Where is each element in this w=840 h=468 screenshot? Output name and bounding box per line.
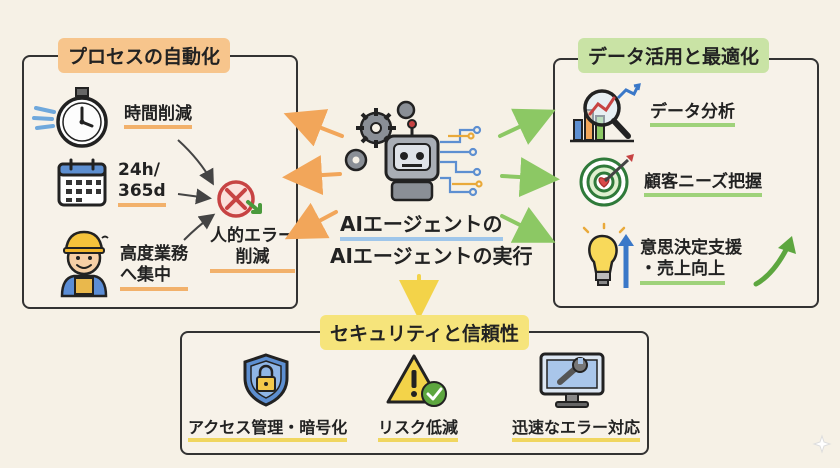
availability-label: 24h/ 365d [118, 160, 166, 207]
rapid-response-label: 迅速なエラー対応 [512, 418, 641, 442]
process-automation-title: プロセスの自動化 [58, 38, 231, 73]
arrow-to-process-bottom [284, 202, 338, 240]
arrow-to-process-top [283, 109, 344, 147]
availability-line-1: 24h/ [118, 160, 160, 180]
focus-line-2: へ集中 [120, 265, 188, 291]
arrow-to-process-mid [282, 155, 342, 196]
risk-reduction-label: リスク低減 [378, 418, 459, 442]
warning-check-icon [386, 354, 447, 407]
calendar-icon [57, 158, 107, 207]
error-line-2: 削減 [210, 247, 295, 273]
time-reduction-label: 時間削減 [124, 104, 192, 130]
gear-icon [344, 100, 416, 172]
focus-label: 高度業務 へ集中 [120, 244, 188, 291]
center-line-2: AIエージェントの実行 [330, 244, 533, 268]
stopwatch-icon [32, 87, 108, 148]
sparkle-icon [812, 434, 832, 454]
customer-needs-label: 顧客ニーズ把握 [644, 172, 763, 198]
decision-line-1: 意思決定支援 [640, 238, 742, 258]
arrow-to-data-bottom [500, 206, 556, 243]
security-title: セキュリティと信頼性 [320, 315, 529, 350]
lightbulb-icon [582, 222, 634, 288]
error-reduction-icon [217, 180, 262, 218]
availability-line-2: 365d [118, 181, 166, 207]
arrow-to-data-mid [500, 157, 560, 198]
robot-icon [344, 100, 483, 202]
decision-line-2: ・売上向上 [640, 259, 725, 285]
growth-arrow-icon [753, 236, 796, 287]
decision-support-label: 意思決定支援 ・売上向上 [640, 238, 742, 285]
shield-lock-icon [243, 353, 289, 407]
data-analysis-label: データ分析 [650, 102, 735, 128]
focus-line-1: 高度業務 [120, 244, 188, 264]
target-heart-icon [579, 154, 634, 207]
access-management-label: アクセス管理・暗号化 [188, 418, 348, 442]
arrow-to-data-top [498, 108, 556, 145]
worker-icon [60, 230, 109, 298]
error-reduction-label: 人的エラー 削減 [210, 226, 295, 273]
analysis-chart-icon [570, 83, 641, 143]
error-line-1: 人的エラー [210, 226, 295, 246]
center-line-1: AIエージェントの [340, 208, 503, 241]
monitor-wrench-icon [539, 352, 605, 408]
data-optimization-title: データ活用と最適化 [578, 38, 770, 73]
